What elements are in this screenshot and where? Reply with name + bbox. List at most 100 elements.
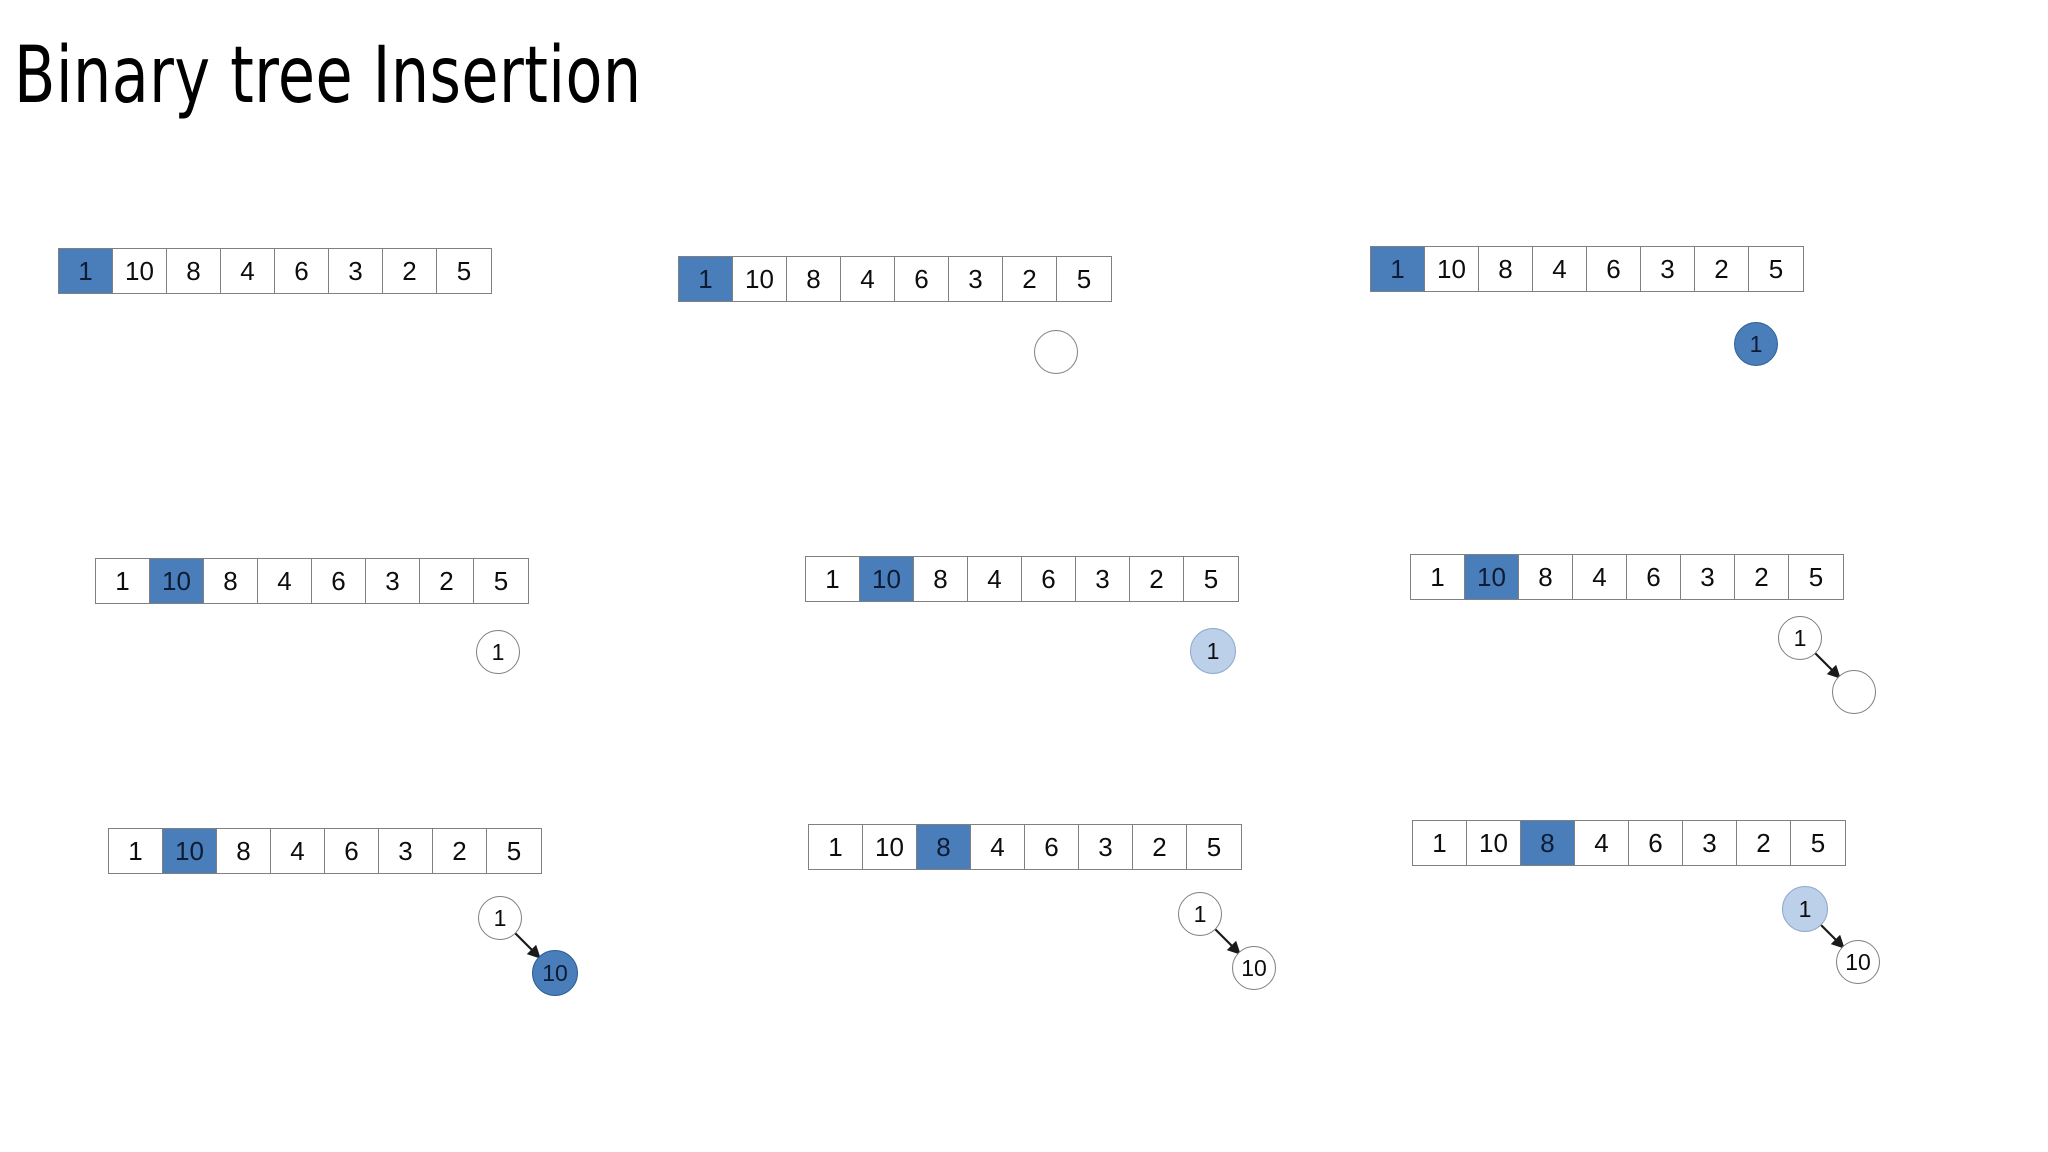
array-cell[interactable]: 8: [167, 249, 221, 293]
array-cell[interactable]: 2: [1003, 257, 1057, 301]
array-cell[interactable]: 3: [1641, 247, 1695, 291]
tree-node[interactable]: 1: [1190, 628, 1236, 674]
tree-node[interactable]: 10: [1232, 946, 1276, 990]
array-cell[interactable]: 10: [863, 825, 917, 869]
array-cell[interactable]: 6: [895, 257, 949, 301]
array-cell[interactable]: 5: [1749, 247, 1803, 291]
array-cell[interactable]: 5: [1789, 555, 1843, 599]
array-cell[interactable]: 6: [1627, 555, 1681, 599]
tree-edge-arrow: [513, 931, 541, 959]
array-cell[interactable]: 10: [1467, 821, 1521, 865]
array-cell[interactable]: 2: [1737, 821, 1791, 865]
tree-node[interactable]: 1: [478, 896, 522, 940]
array-cell[interactable]: 4: [221, 249, 275, 293]
page-title: Binary tree Insertion: [14, 31, 642, 121]
array-cell[interactable]: 5: [1791, 821, 1845, 865]
array-cell[interactable]: 4: [1533, 247, 1587, 291]
array-cell[interactable]: 4: [271, 829, 325, 873]
array-cell[interactable]: 6: [1587, 247, 1641, 291]
array-cell[interactable]: 8: [1519, 555, 1573, 599]
array-cell[interactable]: 8: [204, 559, 258, 603]
array-cell[interactable]: 6: [1022, 557, 1076, 601]
array-cell[interactable]: 5: [1184, 557, 1238, 601]
array-cell[interactable]: 6: [1629, 821, 1683, 865]
array-cell[interactable]: 1: [806, 557, 860, 601]
array-cell-highlighted[interactable]: 8: [917, 825, 971, 869]
array-cell[interactable]: 5: [1057, 257, 1111, 301]
array-cell[interactable]: 2: [433, 829, 487, 873]
array-cell[interactable]: 2: [1133, 825, 1187, 869]
array-cell-highlighted[interactable]: 1: [1371, 247, 1425, 291]
array-cell[interactable]: 10: [733, 257, 787, 301]
array-cell[interactable]: 2: [1130, 557, 1184, 601]
array-cell-highlighted[interactable]: 1: [679, 257, 733, 301]
array-cell[interactable]: 8: [787, 257, 841, 301]
array-cell[interactable]: 5: [474, 559, 528, 603]
tree-node[interactable]: 1: [1178, 892, 1222, 936]
array-cell[interactable]: 1: [1413, 821, 1467, 865]
array-cell[interactable]: 8: [217, 829, 271, 873]
array-cell[interactable]: 3: [379, 829, 433, 873]
array-cell[interactable]: 3: [1681, 555, 1735, 599]
array-cell[interactable]: 5: [487, 829, 541, 873]
array-cell[interactable]: 10: [1425, 247, 1479, 291]
array-cell[interactable]: 1: [109, 829, 163, 873]
array-cell[interactable]: 6: [275, 249, 329, 293]
array-cell[interactable]: 3: [1076, 557, 1130, 601]
array-cell[interactable]: 6: [325, 829, 379, 873]
array-cell[interactable]: 3: [949, 257, 1003, 301]
array-cell[interactable]: 4: [258, 559, 312, 603]
tree-node[interactable]: 1: [476, 630, 520, 674]
array-cell[interactable]: 8: [1479, 247, 1533, 291]
array-cell-highlighted[interactable]: 10: [1465, 555, 1519, 599]
tree-node-empty[interactable]: [1034, 330, 1078, 374]
binary-tree: 1: [1748, 612, 2008, 782]
binary-tree: 1: [1690, 312, 1950, 482]
array-cell[interactable]: 6: [1025, 825, 1079, 869]
tree-node[interactable]: 1: [1734, 322, 1778, 366]
array-cell[interactable]: 6: [312, 559, 366, 603]
tree-node[interactable]: 1: [1782, 886, 1828, 932]
array-cell-highlighted[interactable]: 10: [163, 829, 217, 873]
array-cell[interactable]: 4: [841, 257, 895, 301]
array-cell[interactable]: 2: [383, 249, 437, 293]
array-cell[interactable]: 1: [809, 825, 863, 869]
binary-tree: [990, 320, 1250, 490]
array-cell[interactable]: 2: [420, 559, 474, 603]
tree-node[interactable]: 10: [1836, 940, 1880, 984]
array-cell[interactable]: 8: [914, 557, 968, 601]
array-cell[interactable]: 4: [1575, 821, 1629, 865]
tree-edge-arrow: [1213, 927, 1241, 955]
array-cell[interactable]: 3: [1079, 825, 1133, 869]
array-cell-highlighted[interactable]: 1: [59, 249, 113, 293]
tree-node-empty[interactable]: [1832, 670, 1876, 714]
array-cell[interactable]: 4: [1573, 555, 1627, 599]
array-cell[interactable]: 4: [971, 825, 1025, 869]
array-cell[interactable]: 3: [329, 249, 383, 293]
array-cell[interactable]: 10: [113, 249, 167, 293]
array-cell[interactable]: 2: [1735, 555, 1789, 599]
array-cell[interactable]: 1: [1411, 555, 1465, 599]
binary-tree: 1: [432, 620, 692, 790]
array-cell[interactable]: 5: [437, 249, 491, 293]
array-cell[interactable]: 3: [366, 559, 420, 603]
tree-node[interactable]: 1: [1778, 616, 1822, 660]
array-cell[interactable]: 5: [1187, 825, 1241, 869]
array-cell-highlighted[interactable]: 10: [860, 557, 914, 601]
array-cell[interactable]: 2: [1695, 247, 1749, 291]
tree-edge-arrow: [1817, 921, 1845, 949]
array-cell-highlighted[interactable]: 10: [150, 559, 204, 603]
array-cell[interactable]: 1: [96, 559, 150, 603]
tree-node[interactable]: 10: [532, 950, 578, 996]
binary-tree: 1: [1146, 618, 1406, 788]
array-cell[interactable]: 4: [968, 557, 1022, 601]
array-cell-highlighted[interactable]: 8: [1521, 821, 1575, 865]
array-cell[interactable]: 3: [1683, 821, 1737, 865]
